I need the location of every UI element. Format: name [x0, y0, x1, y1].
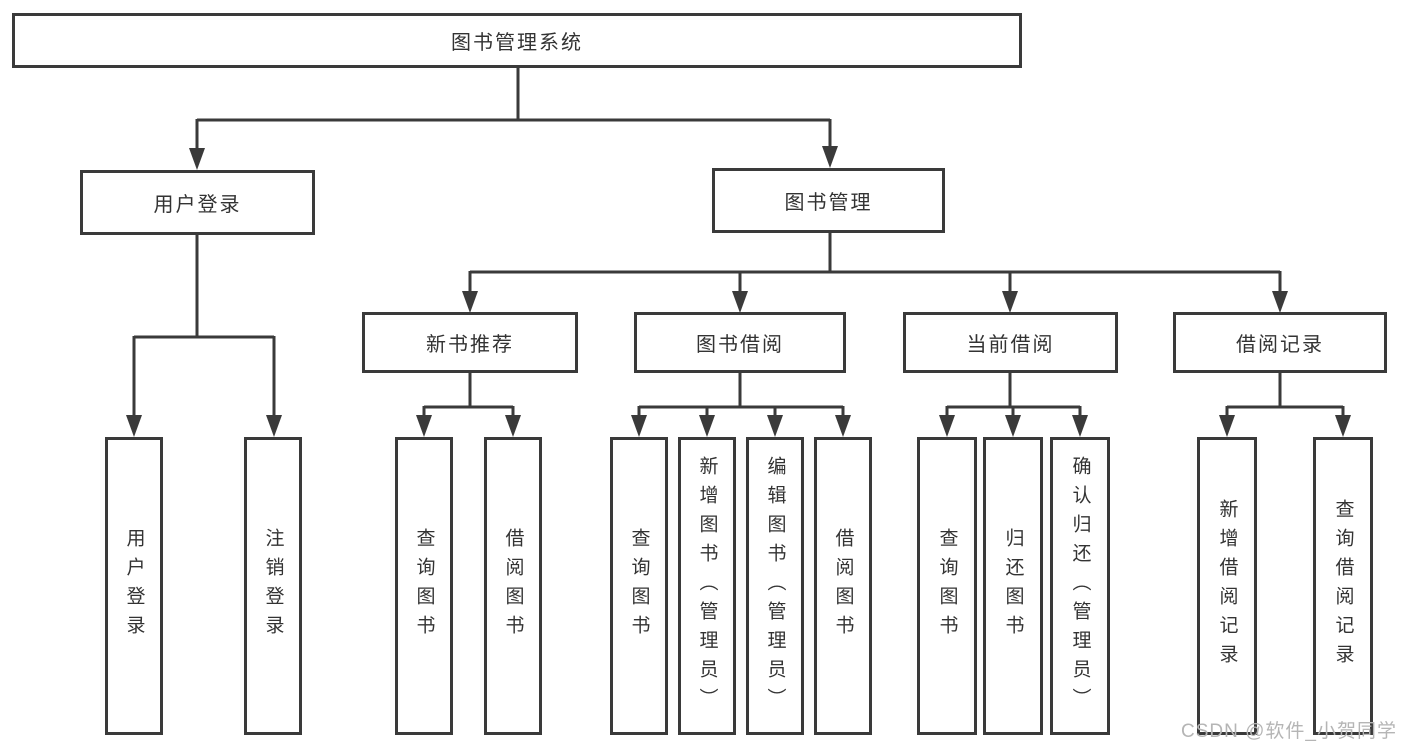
arrow-down-icon: [189, 148, 205, 170]
leaf-borrow-query-books-label: 查询图书: [628, 528, 650, 644]
leaf-borrow-books-label: 借阅图书: [832, 528, 854, 644]
arrow-down-icon: [1072, 415, 1088, 437]
leaf-add-books-admin-label: 新增图书（管理员）: [696, 455, 718, 717]
arrow-down-icon: [266, 415, 282, 437]
connector-level3-stubs: [468, 271, 1282, 295]
node-library-system-label: 图书管理系统: [451, 32, 583, 54]
leaf-user-login: 用户登录: [105, 437, 163, 735]
node-book-borrow: 图书借阅: [634, 312, 846, 373]
leaf-newbook-query-books-label: 查询图书: [413, 528, 435, 644]
arrow-down-icon: [462, 291, 478, 313]
arrow-down-icon: [1005, 415, 1021, 437]
node-borrow-records: 借阅记录: [1173, 312, 1387, 373]
leaf-confirm-return-admin: 确认归还（管理员）: [1050, 437, 1110, 735]
node-new-book-recommend: 新书推荐: [362, 312, 578, 373]
leaf-return-books: 归还图书: [983, 437, 1043, 735]
node-book-management: 图书管理: [712, 168, 945, 233]
arrow-down-icon: [1002, 291, 1018, 313]
node-book-management-label: 图书管理: [784, 192, 873, 214]
arrow-down-icon: [732, 291, 748, 313]
arrow-down-icon: [1219, 415, 1235, 437]
leaf-newbook-query-books: 查询图书: [395, 437, 453, 735]
arrow-down-icon: [416, 415, 432, 437]
leaf-edit-books-admin: 编辑图书（管理员）: [746, 437, 804, 735]
leaf-add-borrow-record-label: 新增借阅记录: [1216, 499, 1238, 673]
connector-line-group: [132, 68, 1345, 420]
arrow-down-icon: [939, 415, 955, 437]
arrowheads: [126, 146, 1351, 437]
csdn-watermark: CSDN @软件_小贺同学: [1181, 721, 1397, 742]
leaf-add-books-admin: 新增图书（管理员）: [678, 437, 736, 735]
leaf-current-query-books: 查询图书: [917, 437, 977, 735]
node-book-borrow-label: 图书借阅: [696, 334, 784, 356]
arrow-down-icon: [1335, 415, 1351, 437]
node-borrow-records-label: 借阅记录: [1236, 334, 1324, 356]
arrow-down-icon: [835, 415, 851, 437]
leaf-add-borrow-record: 新增借阅记录: [1197, 437, 1257, 735]
arrow-down-icon: [822, 146, 838, 168]
node-current-borrow-label: 当前借阅: [966, 334, 1055, 356]
arrow-down-icon: [505, 415, 521, 437]
leaf-edit-books-admin-label: 编辑图书（管理员）: [764, 455, 786, 717]
node-library-system: 图书管理系统: [12, 13, 1022, 68]
connector-user-login-leaf-stubs: [132, 336, 276, 420]
leaf-newbook-borrow-books: 借阅图书: [484, 437, 542, 735]
node-current-borrow: 当前借阅: [903, 312, 1118, 373]
arrow-down-icon: [631, 415, 647, 437]
leaf-logout: 注销登录: [244, 437, 302, 735]
leaf-current-query-books-label: 查询图书: [936, 528, 958, 644]
leaf-logout-label: 注销登录: [262, 528, 284, 644]
leaf-confirm-return-admin-label: 确认归还（管理员）: [1069, 455, 1091, 717]
node-user-login-label: 用户登录: [153, 194, 242, 216]
connector-book-borrow-leaf-stubs: [637, 406, 845, 420]
leaf-borrow-books: 借阅图书: [814, 437, 872, 735]
arrow-down-icon: [126, 415, 142, 437]
leaf-newbook-borrow-books-label: 借阅图书: [502, 528, 524, 644]
leaf-return-books-label: 归还图书: [1002, 528, 1024, 644]
node-user-login: 用户登录: [80, 170, 315, 235]
leaf-borrow-query-books: 查询图书: [610, 437, 668, 735]
leaf-query-borrow-record: 查询借阅记录: [1313, 437, 1373, 735]
arrow-down-icon: [699, 415, 715, 437]
leaf-query-borrow-record-label: 查询借阅记录: [1332, 499, 1354, 673]
leaf-user-login-label: 用户登录: [123, 528, 145, 644]
arrow-down-icon: [767, 415, 783, 437]
arrow-down-icon: [1272, 291, 1288, 313]
node-new-book-recommend-label: 新书推荐: [426, 334, 514, 356]
